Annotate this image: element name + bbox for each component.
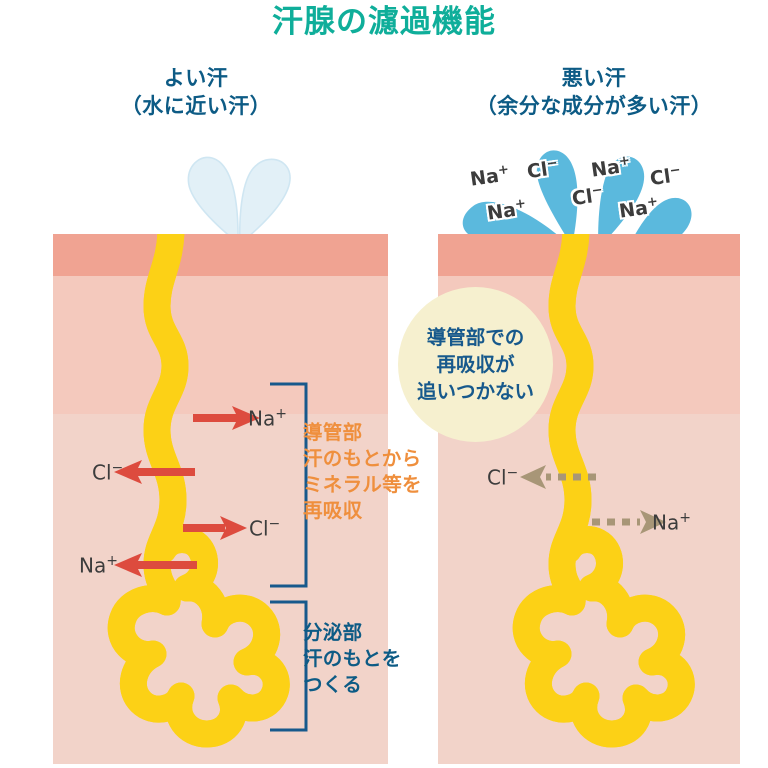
label-cl-out-lower: Cl−: [249, 516, 281, 541]
arrow-na-weak-icon: [592, 510, 666, 534]
right-reabsorption-arrows: [520, 465, 666, 534]
left-heading-line2: （水に近い汗）: [120, 94, 272, 118]
arrow-cl-out-lower-icon: [183, 516, 247, 540]
clean-sweat-droplets: [187, 156, 291, 246]
secretory-annotation: 分泌部 汗のもとを つくる: [303, 621, 402, 696]
section-brackets: [270, 382, 308, 732]
arrow-na-out-lower-icon: [114, 553, 197, 577]
dermis-upper-left: [53, 276, 388, 414]
droplet-salty-1-icon: [462, 201, 568, 245]
droplet-salty-3-icon: [598, 156, 645, 249]
left-column-heading: よい汗 （水に近い汗）: [68, 64, 324, 120]
epidermis-layer-right: [438, 234, 740, 276]
left-skin-panel: [53, 234, 388, 764]
drop-ion-cl-3: Cl−: [648, 162, 682, 191]
epidermis-layer-left: [53, 234, 388, 276]
balloon-text: 導管部での 再吸収が 追いつかない: [416, 326, 534, 403]
right-column-heading: 悪い汗 （余分な成分が多い汗）: [444, 64, 744, 120]
page-title: 汗腺の濾過機能: [272, 4, 496, 40]
drop-ion-cl-1: Cl−: [525, 155, 559, 184]
duct-annotation: 導管部 汗のもとから ミネラル等を 再吸収: [303, 421, 422, 522]
arrow-na-out-upper-icon: [193, 406, 260, 430]
left-reabsorption-arrows: [114, 406, 260, 577]
label-na-out-upper: Na+: [248, 406, 287, 431]
label-na-out-lower: Na+: [79, 553, 118, 578]
label-cl-out-upper: Cl−: [92, 460, 124, 485]
right-heading-line2: （余分な成分が多い汗）: [475, 94, 713, 118]
droplet-clean-left-icon: [187, 156, 239, 245]
sweat-gland-left: [53, 234, 388, 748]
label-na-weak: Na+: [652, 510, 691, 535]
label-cl-weak: Cl−: [487, 465, 519, 490]
bracket-duct: [270, 382, 308, 588]
arrow-cl-weak-icon: [520, 465, 596, 489]
droplet-clean-right-icon: [238, 158, 291, 246]
droplet-salty-2-icon: [536, 150, 578, 246]
drop-ion-cl-2: Cl−: [570, 182, 604, 211]
sweat-gland-right: [438, 234, 740, 748]
arrow-cl-out-upper-icon: [114, 460, 195, 484]
right-heading-line1: 悪い汗: [561, 66, 627, 90]
reabsorption-balloon: 導管部での 再吸収が 追いつかない: [398, 287, 553, 442]
bracket-secretory: [270, 600, 308, 732]
left-heading-line1: よい汗: [163, 66, 229, 90]
